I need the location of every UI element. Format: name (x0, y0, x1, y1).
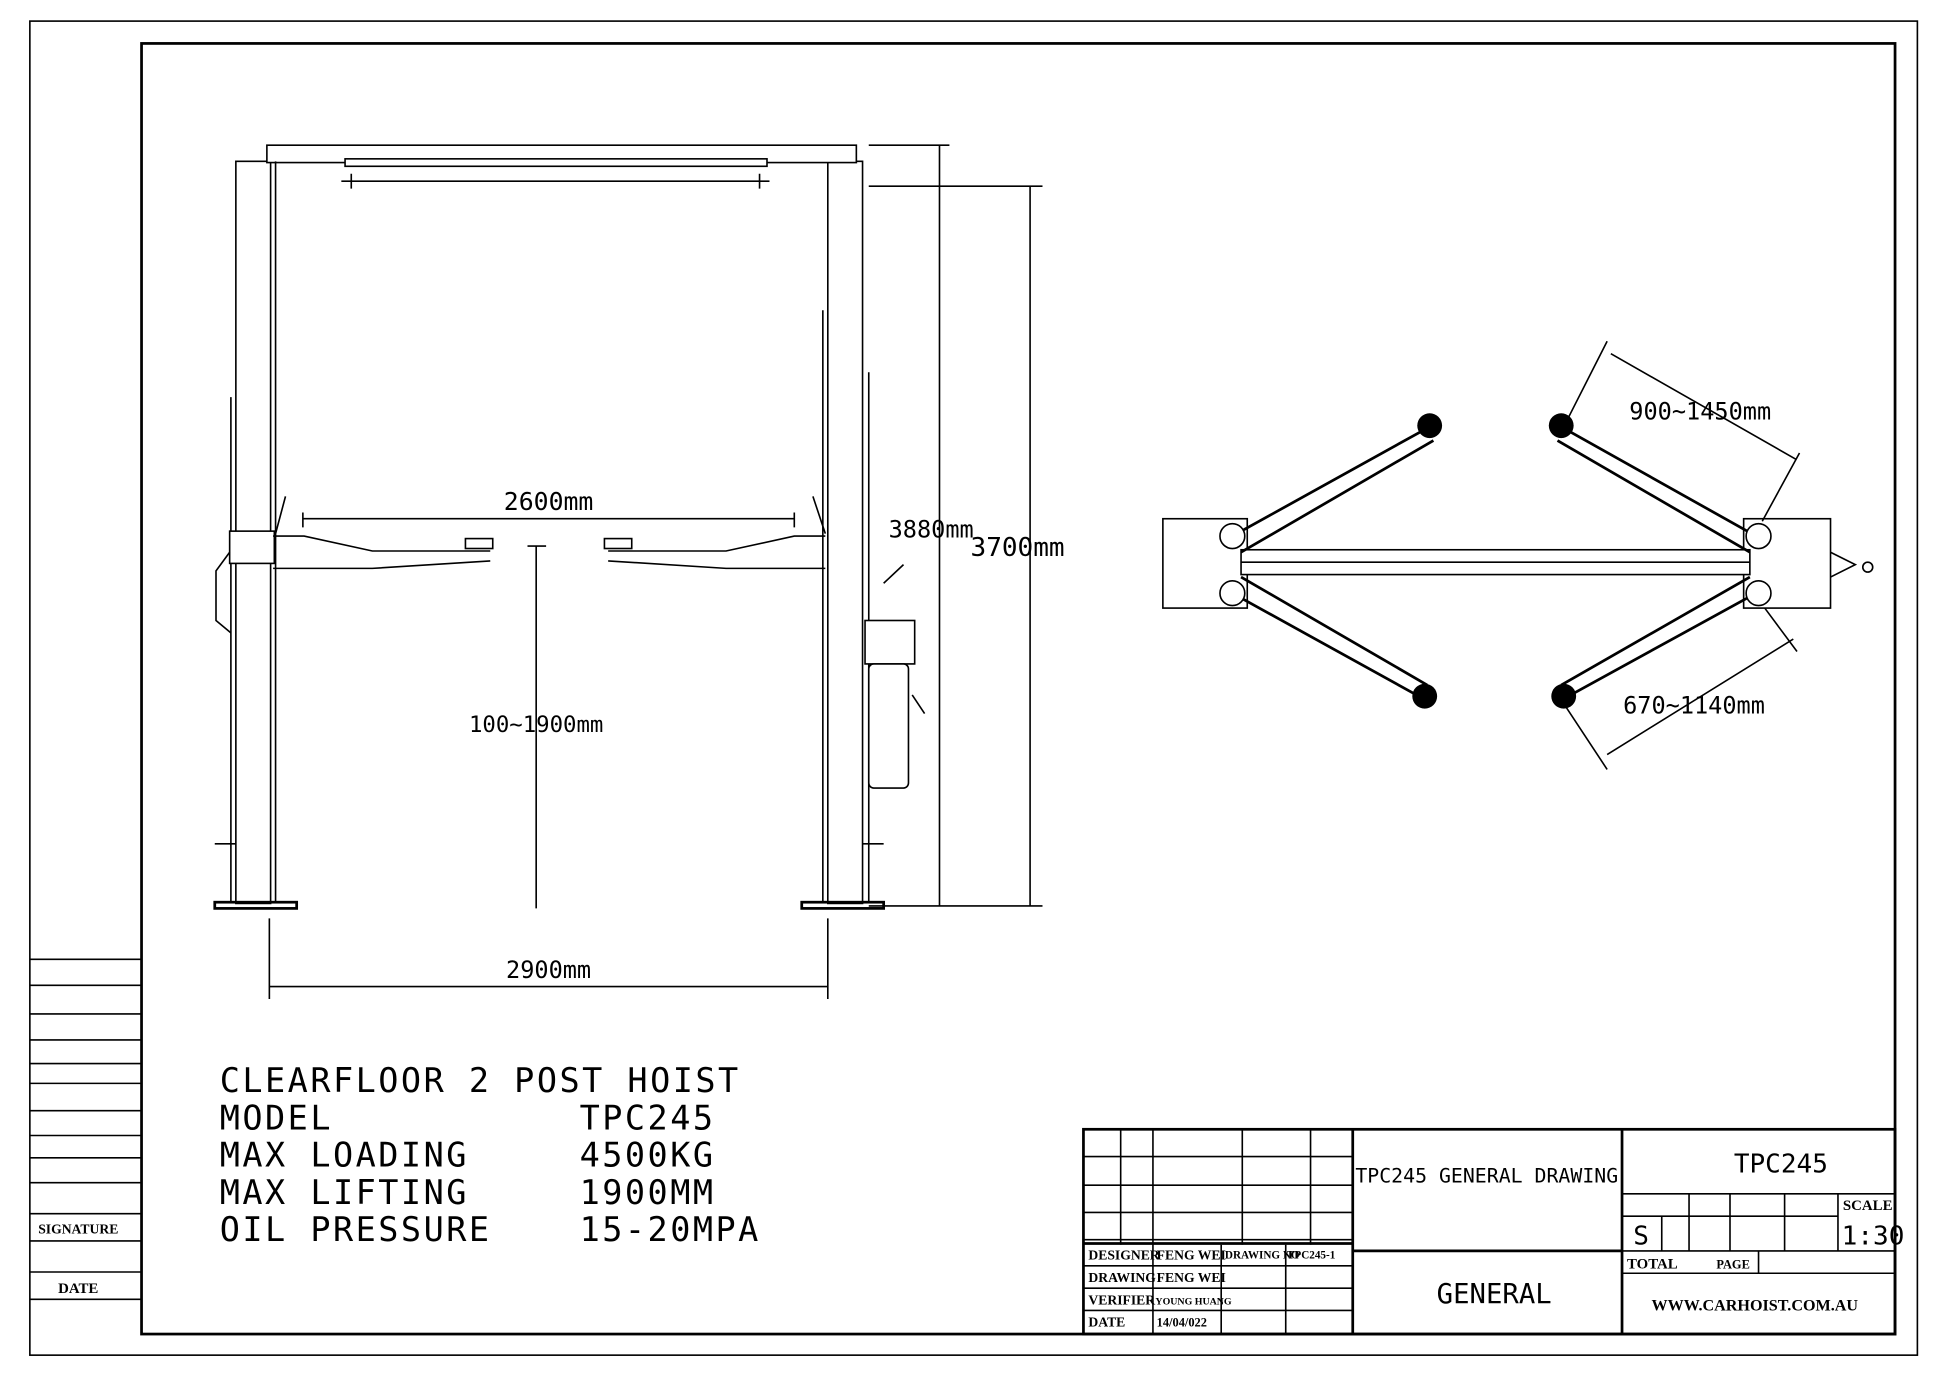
spec-value: 4500KG (580, 1136, 716, 1175)
right-post (826, 160, 864, 905)
drawing-subtitle: GENERAL (1437, 1279, 1552, 1310)
outer-border (29, 20, 1919, 1356)
dim-900-1450: 900~1450mm (1629, 397, 1771, 425)
label-text: DRAWING (1088, 1270, 1156, 1285)
spec-value: 1900MM (580, 1173, 716, 1212)
label-text: DRAWING NO (1225, 1249, 1300, 1261)
title-block: DESIGNER FENG WEI DRAWING NO TPC245-1 DR… (1082, 1127, 1905, 1336)
label-text: FENG WEI (1157, 1248, 1226, 1263)
specs-title: CLEARFLOOR 2 POST HOIST (220, 1061, 741, 1100)
drawing-title: TPC245 GENERAL DRAWING (1355, 1165, 1618, 1188)
label-text: 14/04/022 (1157, 1316, 1207, 1330)
label-text: YOUNG HUANG (1155, 1296, 1232, 1307)
scale-value: 1:30 (1842, 1222, 1905, 1252)
dim-3880: 3880mm (889, 515, 974, 543)
website: WWW.CARHOIST.COM.AU (1652, 1297, 1859, 1314)
label-text: SCALE (1843, 1198, 1893, 1214)
label-text: TPC245-1 (1287, 1249, 1335, 1261)
label-text: PAGE (1716, 1257, 1749, 1271)
side-strip: SIGNATURE DATE (29, 958, 142, 1301)
top-view: 900~1450mm 670~1140mm (1162, 340, 1874, 770)
dim-100-1900: 100~1900mm (469, 712, 603, 738)
date-label: DATE (58, 1281, 98, 1297)
spec-label: MAX LOADING (220, 1136, 469, 1175)
label-text: S (1633, 1222, 1649, 1252)
spec-value: TPC245 (580, 1098, 716, 1137)
inner-frame (140, 42, 1897, 1336)
spec-value: 15-20MPA (580, 1210, 761, 1249)
spec-label: MAX LIFTING (220, 1173, 469, 1212)
label-text: VERIFIER (1088, 1292, 1155, 1307)
model-number: TPC245 (1734, 1150, 1828, 1180)
dim-2900: 2900mm (506, 956, 591, 984)
specs-block: CLEARFLOOR 2 POST HOIST MODEL TPC245 MAX… (220, 1061, 761, 1249)
dim-670-1140: 670~1140mm (1623, 692, 1765, 720)
label-text: DESIGNER (1088, 1248, 1159, 1263)
signature-label: SIGNATURE (38, 1222, 118, 1237)
label-text: TOTAL (1627, 1256, 1678, 1272)
dim-3700: 3700mm (971, 533, 1065, 563)
spec-label: OIL PRESSURE (220, 1210, 492, 1249)
spec-label: MODEL (220, 1098, 333, 1137)
front-view: 2600mm 100~1900mm 2900mm 3880mm 3700mm (213, 144, 1065, 999)
dim-2600: 2600mm (504, 487, 594, 516)
label-text: FENG WEI (1157, 1270, 1226, 1285)
label-text: DATE (1088, 1315, 1125, 1330)
